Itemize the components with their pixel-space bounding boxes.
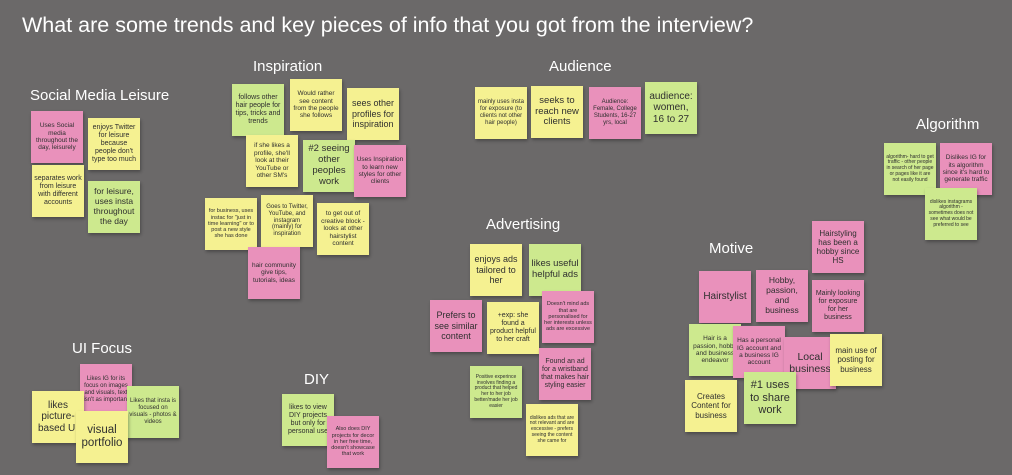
sticky-note[interactable]: mainly uses insta for exposure (to clien… (475, 87, 527, 139)
sticky-note[interactable]: Would rather see content from the people… (290, 79, 342, 131)
sticky-note[interactable]: if she likes a profile, she'll look at t… (246, 135, 298, 187)
sticky-note-text: audience: women, 16 to 27 (649, 90, 693, 125)
sticky-note[interactable]: Dislikes IG for its algorithm since it's… (940, 143, 992, 195)
sticky-note[interactable]: #2 seeing other peoples work (303, 140, 355, 192)
sticky-note-text: Also does DIY projects for decor in her … (331, 426, 375, 458)
sticky-note[interactable]: Likes that insta is focused on visuals -… (127, 386, 179, 438)
board-title: What are some trends and key pieces of i… (22, 13, 754, 37)
sticky-note-text: dislikes instagrams algorithm - sometime… (928, 198, 974, 228)
sticky-note-text: Audience: Female, College Students, 16-2… (593, 99, 637, 126)
sticky-note[interactable]: dislikes instagrams algorithm - sometime… (925, 188, 977, 240)
sticky-note-text: seeks to reach new clients (535, 94, 579, 128)
sticky-note[interactable]: Uses Social media throughout the day, le… (31, 111, 83, 163)
sticky-note[interactable]: Hairstyling has been a hobby since HS (812, 221, 864, 273)
sticky-note[interactable]: Also does DIY projects for decor in her … (327, 416, 379, 468)
heading-audience: Audience (549, 58, 612, 75)
sticky-note-text: enjoys Twitter for leisure because peopl… (92, 123, 136, 164)
sticky-note[interactable]: Hairstylist (699, 271, 751, 323)
sticky-note-text: Hairstylist (703, 291, 747, 303)
sticky-note-text: Found an ad for a wristband that makes h… (541, 357, 589, 390)
sticky-note[interactable]: algorithm- hard to get traffic - other p… (884, 143, 936, 195)
heading-advertising: Advertising (486, 216, 561, 233)
sticky-note[interactable]: Has a personal IG account and a business… (733, 326, 785, 378)
sticky-note-text: follows other hair people for tips, tric… (235, 93, 281, 126)
sticky-note-text: Likes that insta is focused on visuals -… (129, 398, 177, 425)
sticky-note[interactable]: enjoys Twitter for leisure because peopl… (88, 118, 140, 170)
sticky-note[interactable]: main use of posting for business (830, 334, 882, 386)
sticky-note-text: Goes to Twitter, YouTube, and instagram … (266, 203, 308, 238)
sticky-note[interactable]: Mainly looking for exposure for her busi… (812, 280, 864, 332)
sticky-note[interactable]: Goes to Twitter, YouTube, and instagram … (261, 195, 313, 247)
sticky-note[interactable]: Positive experince involves finding a pr… (470, 366, 522, 418)
sticky-note-text: dislikes ads that are not relevant and a… (529, 414, 575, 444)
sticky-note-text: Uses Inspiration to learn new styles for… (356, 156, 404, 186)
sticky-note-text: to get out of creative block - looks at … (321, 210, 365, 248)
sticky-note[interactable]: Hair is a passion, hobby and business en… (689, 324, 741, 376)
sticky-note[interactable]: dislikes ads that are not relevant and a… (526, 404, 578, 456)
sticky-note-text: mainly uses insta for exposure (to clien… (477, 99, 525, 126)
heading-social-media-leisure: Social Media Leisure (30, 87, 170, 104)
sticky-note[interactable]: audience: women, 16 to 27 (645, 82, 697, 134)
sticky-note[interactable]: visual portfolio (76, 411, 128, 463)
sticky-note-text: algorithm- hard to get traffic - other p… (886, 153, 934, 183)
sticky-note-text: hair community give tips, tutorials, ide… (251, 261, 297, 284)
sticky-note-text: Has a personal IG account and a business… (736, 337, 782, 367)
sticky-note[interactable]: Creates Content for business (685, 380, 737, 432)
sticky-note[interactable]: likes useful helpful ads (529, 244, 581, 296)
sticky-note[interactable]: Found an ad for a wristband that makes h… (539, 348, 591, 400)
sticky-note-text: likes useful helpful ads (531, 258, 579, 280)
sticky-note[interactable]: #1 uses to share work (744, 372, 796, 424)
sticky-note-text: Likes IG for its focus on images and vis… (83, 376, 129, 403)
sticky-note-text: Hairstyling has been a hobby since HS (816, 228, 860, 266)
sticky-note[interactable]: likes picture-based UI (32, 391, 84, 443)
sticky-note[interactable]: Hobby, passion, and business (756, 270, 808, 322)
sticky-note[interactable]: +exp: she found a product helpful to her… (487, 302, 539, 354)
sticky-note[interactable]: for leisure, uses insta throughout the d… (88, 181, 140, 233)
sticky-note-text: Uses Social media throughout the day, le… (36, 122, 78, 152)
heading-motive: Motive (709, 240, 754, 257)
sticky-note[interactable]: hair community give tips, tutorials, ide… (248, 247, 300, 299)
sticky-note[interactable]: seeks to reach new clients (531, 86, 583, 138)
sticky-note[interactable]: to get out of creative block - looks at … (317, 203, 369, 255)
sticky-note-text: Positive experince involves finding a pr… (474, 373, 518, 409)
sticky-note-text: Local business (789, 350, 831, 375)
sticky-note[interactable]: follows other hair people for tips, tric… (232, 84, 284, 136)
sticky-note[interactable]: Likes IG for its focus on images and vis… (80, 364, 132, 416)
heading-inspiration: Inspiration (253, 58, 323, 75)
sticky-note[interactable]: Audience: Female, College Students, 16-2… (589, 87, 641, 139)
sticky-note-text: Hair is a passion, hobby and business en… (693, 335, 737, 365)
sticky-note-text: likes picture-based UI (37, 399, 79, 434)
sticky-note[interactable]: sees other profiles for inspiration (347, 88, 399, 140)
sticky-note-text: Mainly looking for exposure for her busi… (815, 289, 861, 322)
sticky-note-text: for leisure, uses insta throughout the d… (93, 186, 135, 226)
sticky-note-text: Prefers to see similar content (434, 310, 478, 342)
sticky-note-text: separates work from leisure with differe… (34, 174, 82, 207)
sticky-note-text: Doesn't mind ads that are personalised f… (544, 301, 592, 333)
sticky-note-text: Creates Content for business (691, 392, 731, 420)
sticky-note-text: main use of posting for business (835, 346, 877, 374)
sticky-note-text: #2 seeing other peoples work (308, 143, 350, 187)
sticky-note-text: likes to view DIY projects but only for … (287, 403, 329, 436)
heading-algorithm: Algorithm (916, 116, 980, 133)
sticky-note-text: visual portfolio (81, 423, 123, 449)
sticky-note[interactable]: Uses Inspiration to learn new styles for… (354, 145, 406, 197)
sticky-note[interactable]: for business, uses instac for "just in t… (205, 198, 257, 250)
sticky-note-text: if she likes a profile, she'll look at t… (254, 142, 290, 180)
sticky-note-text: Hobby, passion, and business (765, 275, 799, 315)
heading-diy: DIY (304, 371, 330, 388)
sticky-note[interactable]: enjoys ads tailored to her (470, 244, 522, 296)
sticky-note-text: Dislikes IG for its algorithm since it's… (942, 154, 990, 184)
sticky-note[interactable]: separates work from leisure with differe… (32, 165, 84, 217)
sticky-note[interactable]: likes to view DIY projects but only for … (282, 394, 334, 446)
heading-ui-focus: UI Focus (72, 340, 133, 357)
sticky-note-text: enjoys ads tailored to her (474, 254, 518, 286)
sticky-note-text: sees other profiles for inspiration (351, 98, 395, 130)
sticky-note[interactable]: Doesn't mind ads that are personalised f… (542, 291, 594, 343)
sticky-note-text: +exp: she found a product helpful to her… (490, 311, 536, 344)
sticky-note-text: for business, uses instac for "just in t… (208, 208, 254, 240)
sticky-note[interactable]: Prefers to see similar content (430, 300, 482, 352)
sticky-note-text: #1 uses to share work (750, 379, 790, 417)
sticky-note-text: Would rather see content from the people… (293, 90, 339, 120)
